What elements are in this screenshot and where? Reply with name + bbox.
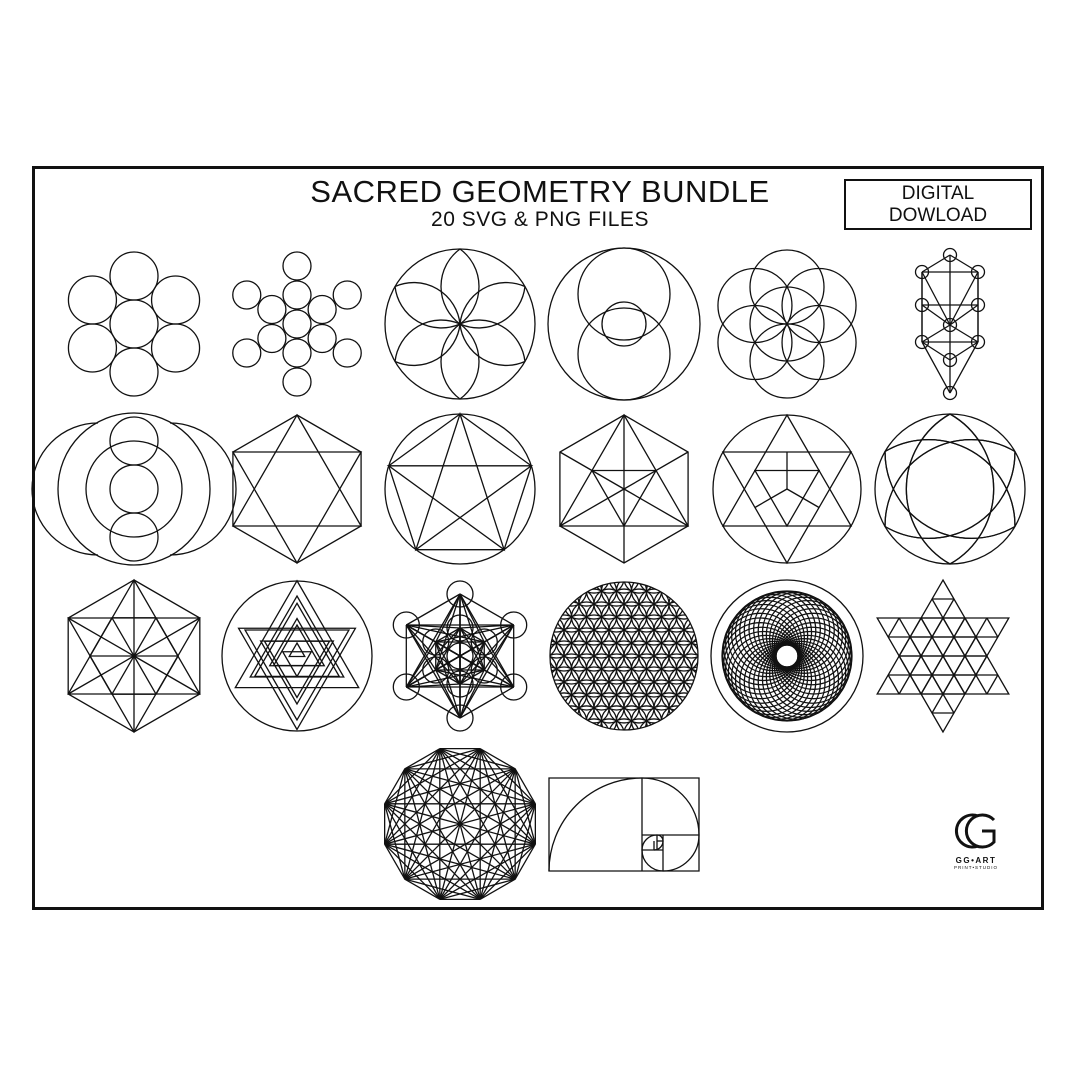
metatrons-cube-icon — [392, 580, 528, 732]
six-petal-flower-icon — [384, 248, 536, 400]
logo-tagline: PRINT•STUDIO — [953, 865, 999, 870]
torus-icon — [710, 579, 864, 733]
badge-line-2: DOWLOAD — [888, 205, 988, 226]
fruit-of-life-seed-icon — [232, 251, 362, 397]
seed-of-life-icon — [717, 249, 857, 399]
digital-download-badge: DIGITAL DOWLOAD — [844, 179, 1032, 230]
pentagram-in-circle-icon — [384, 411, 536, 565]
fruit-of-life-icon — [67, 251, 201, 397]
petal-star-icon — [874, 413, 1026, 565]
golden-spiral-icon — [548, 777, 700, 872]
star-tetrahedron-grid-icon — [876, 578, 1010, 734]
page-title: SACRED GEOMETRY BUNDLE — [310, 174, 770, 209]
page-subtitle: 20 SVG & PNG FILES — [431, 208, 649, 231]
circle-stacked-spheres-icon — [31, 412, 237, 566]
badge-line-1: DIGITAL — [901, 183, 975, 204]
sri-yantra-icon — [221, 579, 373, 732]
hexagon-triangles-icon — [558, 413, 690, 564]
hexagram-in-hexagon-icon — [231, 413, 363, 565]
star-in-hexagon-icon — [67, 578, 201, 734]
brand-logo: GG•ART PRINT•STUDIO — [940, 808, 1012, 870]
logo-name: GG•ART — [955, 856, 997, 865]
vesica-piscis-icon — [547, 247, 701, 401]
poster-frame — [32, 166, 1044, 910]
flower-of-life-icon — [549, 581, 699, 731]
merkaba-icon — [712, 413, 862, 565]
dodecagon-complete-graph-icon — [384, 748, 536, 900]
tree-of-life-icon — [914, 247, 986, 401]
gg-monogram-icon — [955, 813, 996, 849]
